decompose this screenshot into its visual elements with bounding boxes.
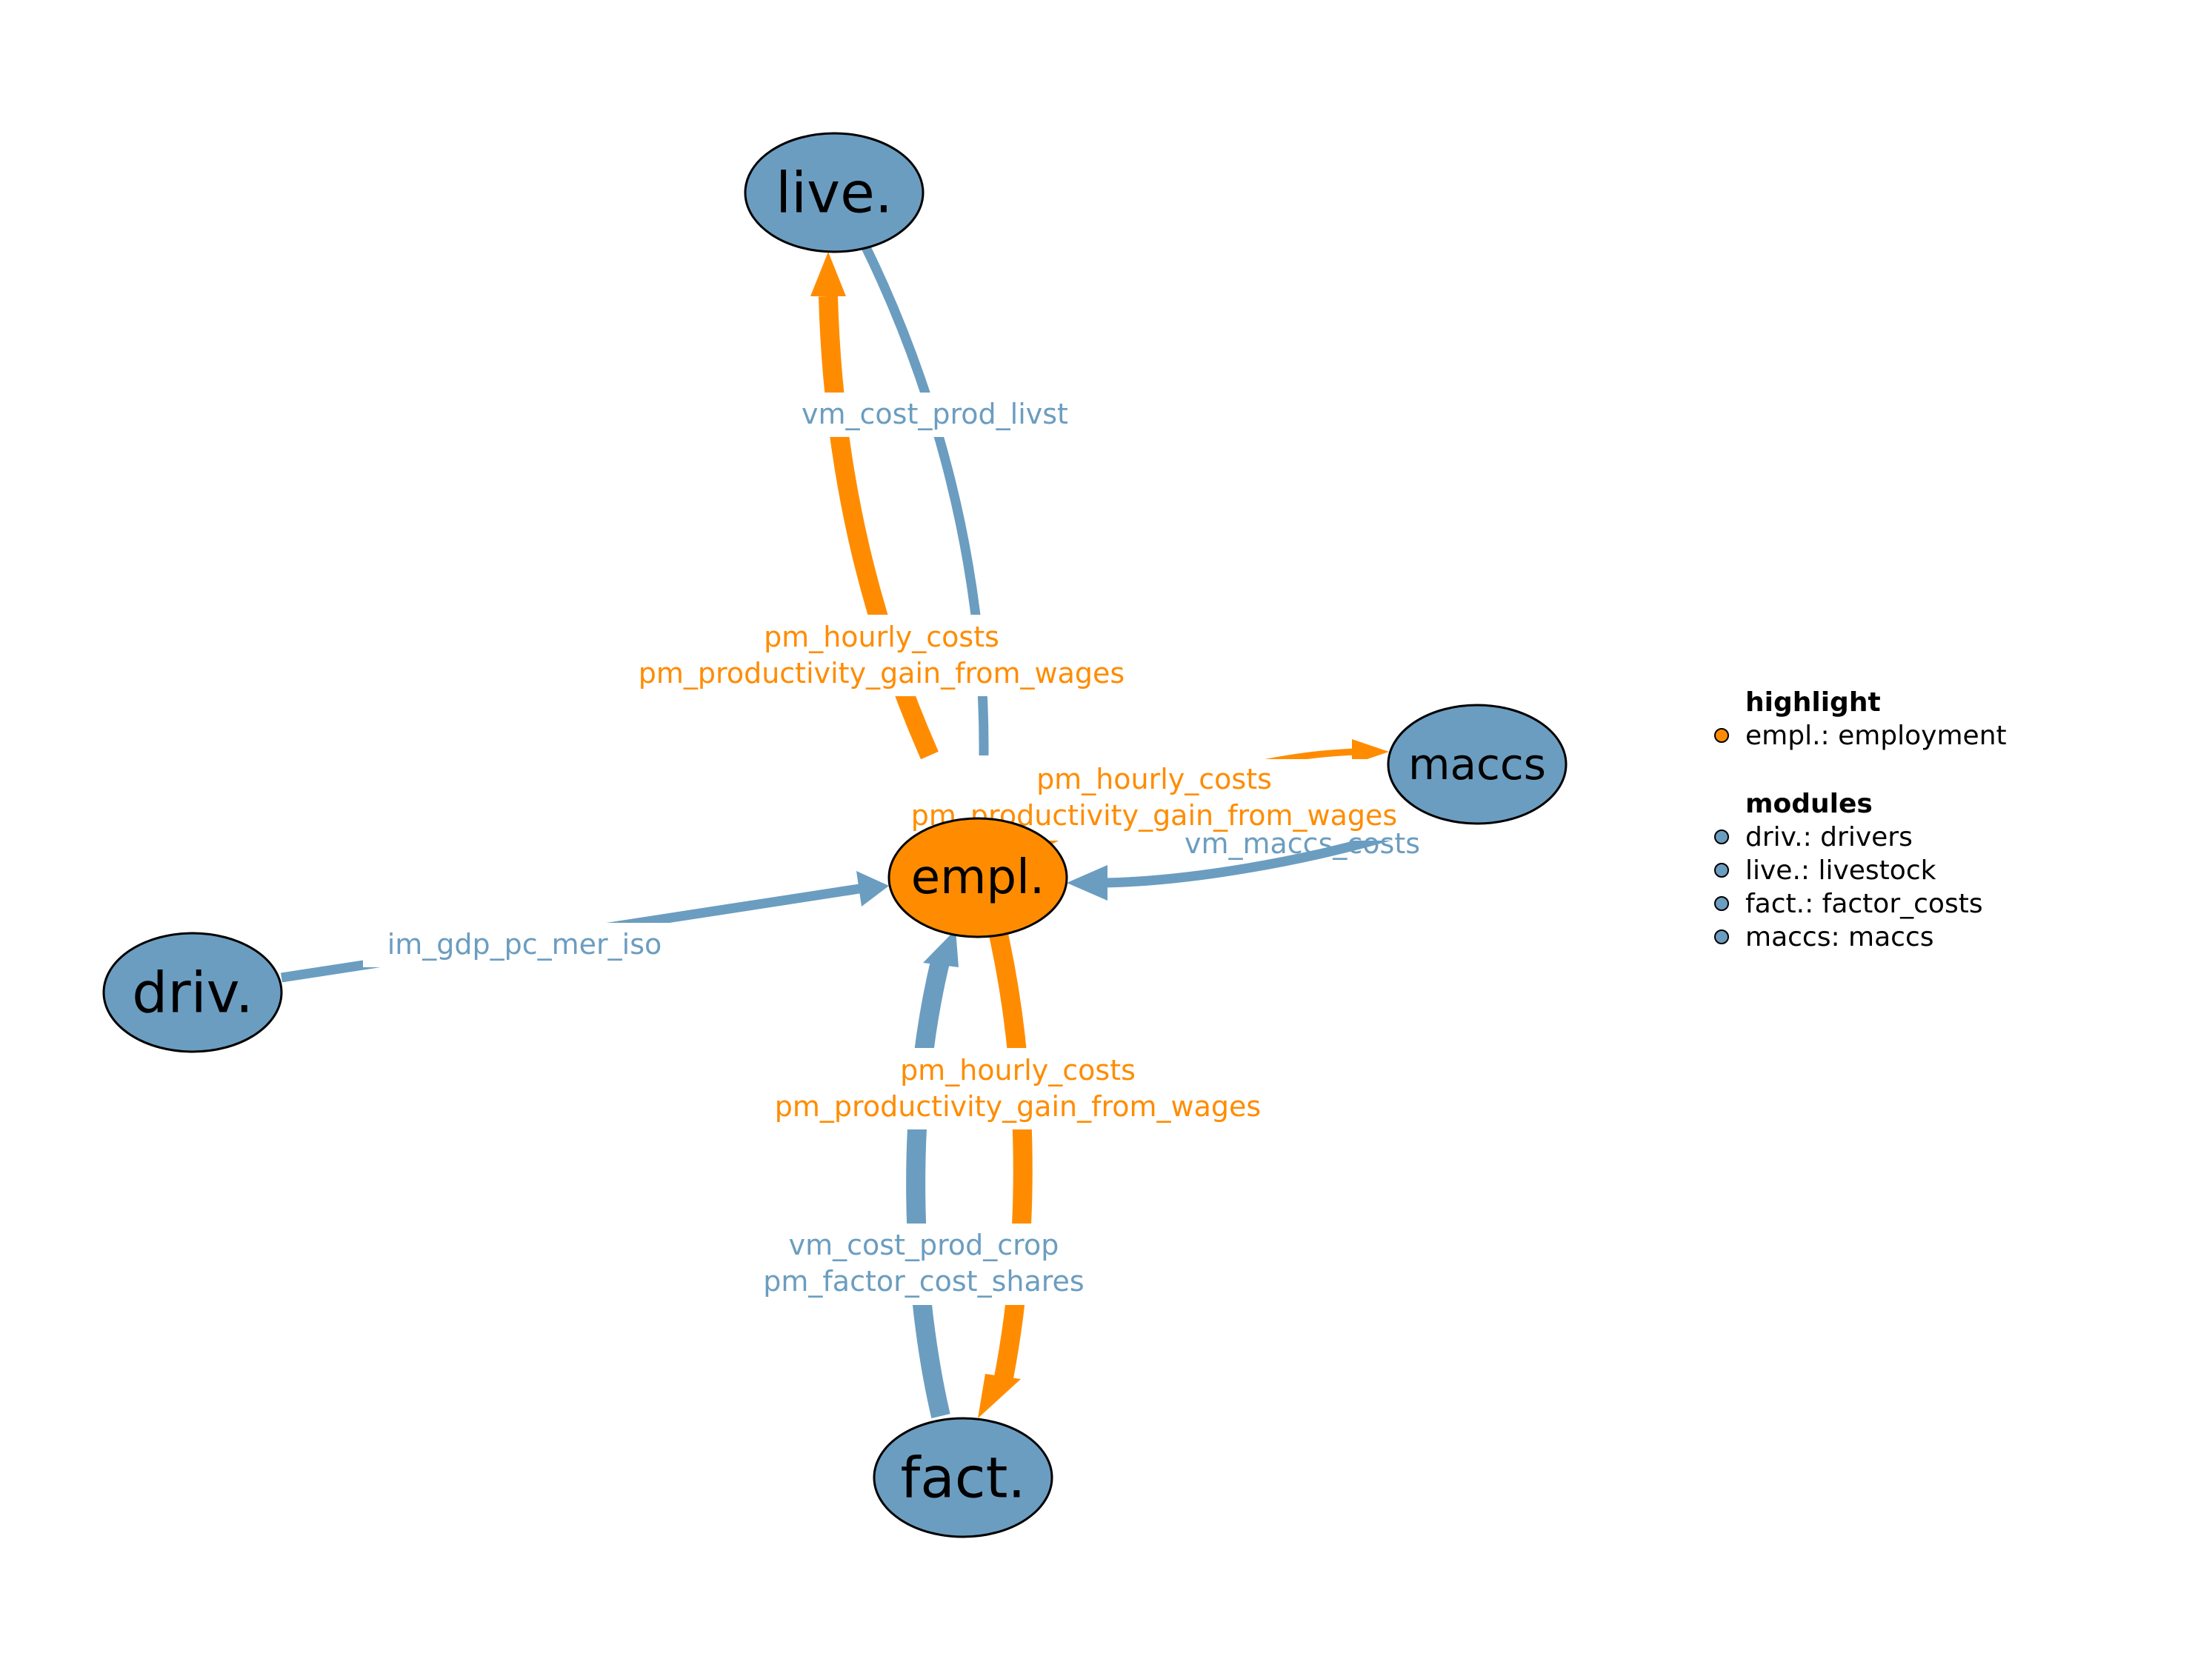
edge-fact-to-empl: [906, 929, 959, 1418]
legend-module-marker: [1714, 929, 1729, 944]
legend-highlight-item: empl.: employment: [1745, 721, 2007, 751]
svg-text:pm_hourly_costs: pm_hourly_costs: [764, 621, 999, 653]
edge-label-fact-to-empl: vm_cost_prod_crop pm_factor_cost_shares: [741, 1224, 1107, 1305]
legend-module-item: driv.: drivers: [1745, 822, 1913, 852]
legend-module-marker: [1714, 896, 1729, 911]
svg-text:pm_productivity_gain_from_wage: pm_productivity_gain_from_wages: [775, 1090, 1261, 1123]
svg-text:pm_factor_cost_shares: pm_factor_cost_shares: [763, 1265, 1084, 1298]
node-empl: empl.: [887, 817, 1068, 938]
legend-module-item: fact.: factor_costs: [1745, 889, 1983, 919]
legend: highlight empl.: employment modules driv…: [1714, 687, 2007, 952]
edge-empl-to-live: [810, 252, 939, 760]
node-driv: driv.: [102, 932, 283, 1053]
svg-text:vm_cost_prod_crop: vm_cost_prod_crop: [789, 1229, 1059, 1261]
legend-module-item: maccs: maccs: [1745, 922, 1934, 952]
node-live: live.: [744, 132, 925, 253]
svg-text:driv.: driv.: [132, 960, 253, 1026]
edge-label-empl-to-fact: pm_hourly_costs pm_productivity_gain_fro…: [744, 1048, 1293, 1129]
edge-label-live-to-empl: vm_cost_prod_livst: [785, 393, 1082, 437]
svg-text:pm_hourly_costs: pm_hourly_costs: [900, 1054, 1136, 1086]
svg-text:fact.: fact.: [900, 1445, 1025, 1511]
legend-highlight-marker: [1714, 728, 1729, 743]
edge-empl-to-fact: [978, 932, 1033, 1418]
svg-text:vm_cost_prod_livst: vm_cost_prod_livst: [802, 398, 1068, 430]
edge-maccs-to-empl: [1067, 824, 1413, 901]
legend-highlight-title: highlight: [1745, 687, 1881, 718]
svg-text:maccs: maccs: [1408, 739, 1546, 790]
edge-label-maccs-to-empl: vm_maccs_costs: [1185, 827, 1420, 860]
node-maccs: maccs: [1387, 704, 1568, 825]
svg-text:im_gdp_pc_mer_iso: im_gdp_pc_mer_iso: [387, 928, 662, 961]
edge-label-driv-to-empl: im_gdp_pc_mer_iso: [363, 923, 674, 967]
svg-text:vm_maccs_costs: vm_maccs_costs: [1185, 827, 1420, 860]
legend-module-item: live.: livestock: [1745, 855, 1936, 886]
svg-text:pm_hourly_costs: pm_hourly_costs: [1036, 763, 1272, 795]
node-fact: fact.: [873, 1417, 1053, 1538]
legend-module-marker: [1714, 830, 1729, 844]
legend-module-marker: [1714, 863, 1729, 878]
svg-text:live.: live.: [776, 160, 893, 226]
edge-label-empl-to-live: pm_hourly_costs pm_productivity_gain_fro…: [607, 615, 1156, 696]
legend-modules-title: modules: [1745, 789, 1873, 819]
svg-text:pm_productivity_gain_from_wage: pm_productivity_gain_from_wages: [639, 657, 1125, 690]
svg-text:empl.: empl.: [911, 850, 1045, 905]
